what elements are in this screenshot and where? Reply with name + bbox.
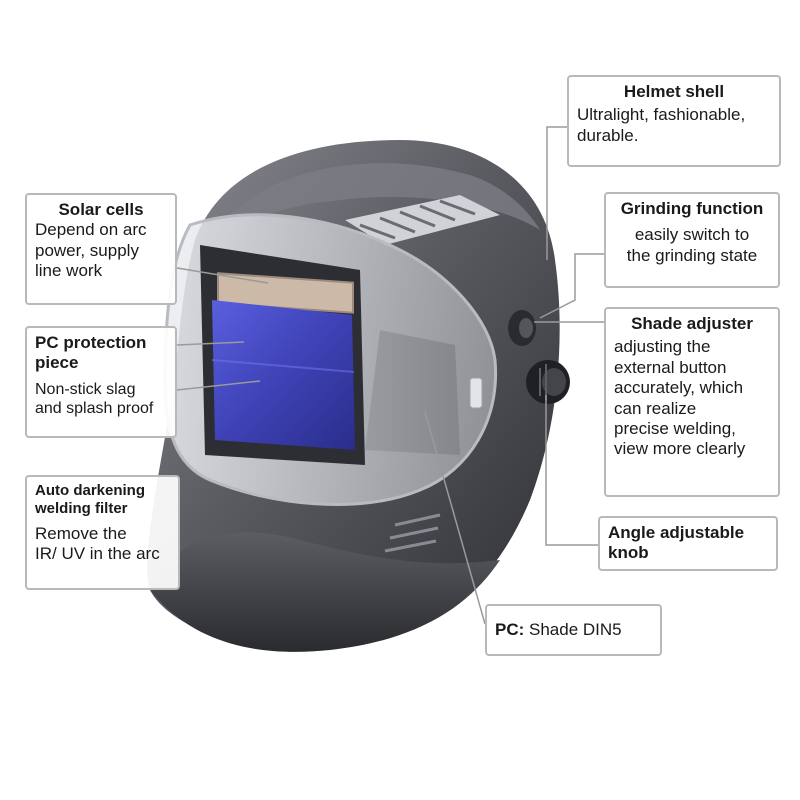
callout-pc-piece-body: Non-stick slag and splash proof [35, 380, 154, 417]
callout-grinding-function: Grinding function easily switch to the g… [604, 192, 780, 288]
adf-lens [212, 300, 355, 450]
callout-shell-body: Ultralight, fashionable, durable. [577, 105, 746, 145]
callout-solar-cells: Solar cells Depend on arc power, supply … [25, 193, 177, 305]
callout-angle-knob: Angle adjustable knob [598, 516, 778, 571]
callout-pc-piece-title: PC protection piece [35, 333, 147, 373]
callout-knob-title: Angle adjustable knob [608, 523, 745, 563]
callout-shade-adjuster: Shade adjuster adjusting the external bu… [604, 307, 780, 497]
callout-pc-shade: PC: Shade DIN5 [485, 604, 662, 656]
callout-pc-shade-body: Shade DIN5 [524, 620, 622, 639]
callout-shell-title: Helmet shell [623, 82, 725, 101]
callout-pc-protection-piece: PC protection piece Non-stick slag and s… [25, 326, 177, 438]
callout-solar-title: Solar cells [58, 200, 144, 219]
callout-auto-darkening-filter: Auto darkening welding filter Remove the… [25, 475, 180, 590]
callout-shade-body: adjusting the external button accurately… [614, 337, 746, 459]
callout-adf-title: Auto darkening welding filter [35, 482, 146, 517]
callout-pc-shade-title: PC: [495, 620, 525, 639]
callout-grinding-body: easily switch to the grinding state [626, 225, 758, 265]
chin-guard [150, 532, 500, 652]
callout-helmet-shell: Helmet shell Ultralight, fashionable, du… [567, 75, 781, 167]
callout-adf-body: Remove the IR/ UV in the arc [35, 524, 160, 564]
callout-solar-body: Depend on arc power, supply line work [35, 220, 147, 281]
callout-grinding-title: Grinding function [620, 199, 764, 218]
callout-shade-title: Shade adjuster [631, 314, 753, 333]
